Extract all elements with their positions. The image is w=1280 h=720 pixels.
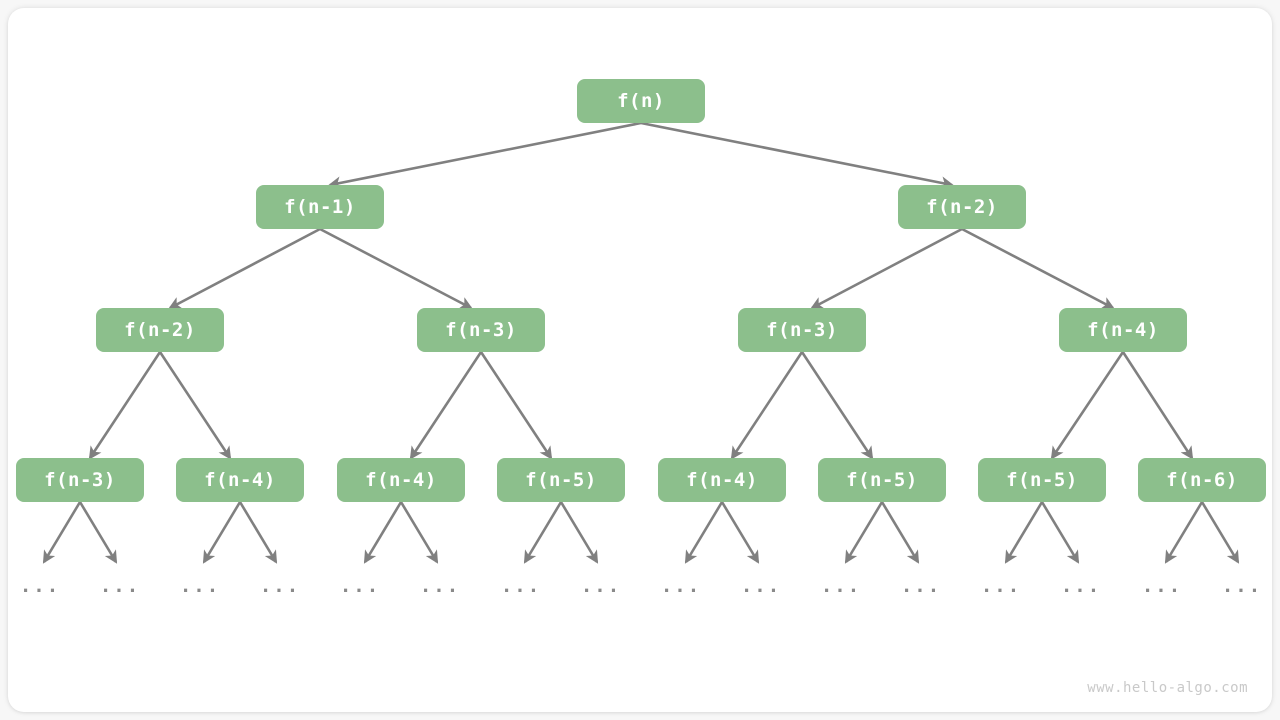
tree-edge <box>479 351 553 460</box>
tree-edge <box>720 501 760 564</box>
tree-node: f(n-4) <box>1059 308 1187 352</box>
tree-node: f(n-4) <box>337 458 465 502</box>
leaf-ellipsis: ... <box>660 575 702 597</box>
tree-edge <box>399 501 439 564</box>
leaf-ellipsis: ... <box>500 575 542 597</box>
tree-edge <box>158 351 232 460</box>
tree-edge <box>168 227 321 310</box>
tree-edge <box>78 501 118 564</box>
tree-edge <box>1164 501 1204 564</box>
tree-edge <box>409 351 483 460</box>
tree-node: f(n-5) <box>497 458 625 502</box>
tree-node: f(n-5) <box>978 458 1106 502</box>
tree-edge <box>42 501 82 564</box>
tree-edge <box>559 501 599 564</box>
edge-group <box>42 121 1240 564</box>
tree-edge <box>880 501 920 564</box>
leaf-ellipsis: ... <box>1141 575 1183 597</box>
leaf-ellipsis: ... <box>419 575 461 597</box>
leaf-ellipsis: ... <box>99 575 141 597</box>
tree-edge <box>730 351 804 460</box>
tree-node: f(n) <box>577 79 705 123</box>
tree-edge <box>1040 501 1080 564</box>
leaf-ellipsis: ... <box>980 575 1022 597</box>
tree-edge <box>363 501 403 564</box>
tree-node: f(n-2) <box>96 308 224 352</box>
tree-node: f(n-3) <box>738 308 866 352</box>
tree-edge <box>319 227 473 310</box>
tree-edge <box>1050 351 1125 460</box>
leaf-ellipsis: ... <box>179 575 221 597</box>
tree-edge <box>800 351 874 460</box>
tree-node: f(n-2) <box>898 185 1026 229</box>
tree-node: f(n-4) <box>658 458 786 502</box>
tree-node: f(n-6) <box>1138 458 1266 502</box>
leaf-ellipsis: ... <box>580 575 622 597</box>
tree-node: f(n-3) <box>417 308 545 352</box>
leaf-ellipsis: ... <box>1221 575 1263 597</box>
leaf-ellipsis: ... <box>740 575 782 597</box>
diagram-panel <box>8 8 1272 712</box>
tree-edge <box>640 121 955 190</box>
tree-edge <box>202 501 242 564</box>
watermark-label: www.hello-algo.com <box>1087 680 1248 696</box>
tree-edge <box>327 121 642 190</box>
tree-edge <box>238 501 278 564</box>
tree-edge <box>1004 501 1044 564</box>
leaf-ellipsis: ... <box>19 575 61 597</box>
tree-edge <box>961 227 1115 310</box>
leaf-ellipsis: ... <box>820 575 862 597</box>
leaf-ellipsis: ... <box>900 575 942 597</box>
leaf-ellipsis: ... <box>339 575 381 597</box>
tree-node: f(n-3) <box>16 458 144 502</box>
tree-edge <box>844 501 884 564</box>
tree-edge <box>523 501 563 564</box>
tree-edge <box>88 351 162 460</box>
tree-node: f(n-4) <box>176 458 304 502</box>
tree-node: f(n-1) <box>256 185 384 229</box>
tree-edge <box>1200 501 1240 564</box>
tree-node: f(n-5) <box>818 458 946 502</box>
tree-edge <box>1121 351 1194 460</box>
tree-edge <box>684 501 724 564</box>
leaf-ellipsis: ... <box>259 575 301 597</box>
leaf-ellipsis: ... <box>1060 575 1102 597</box>
tree-edge <box>810 227 963 310</box>
